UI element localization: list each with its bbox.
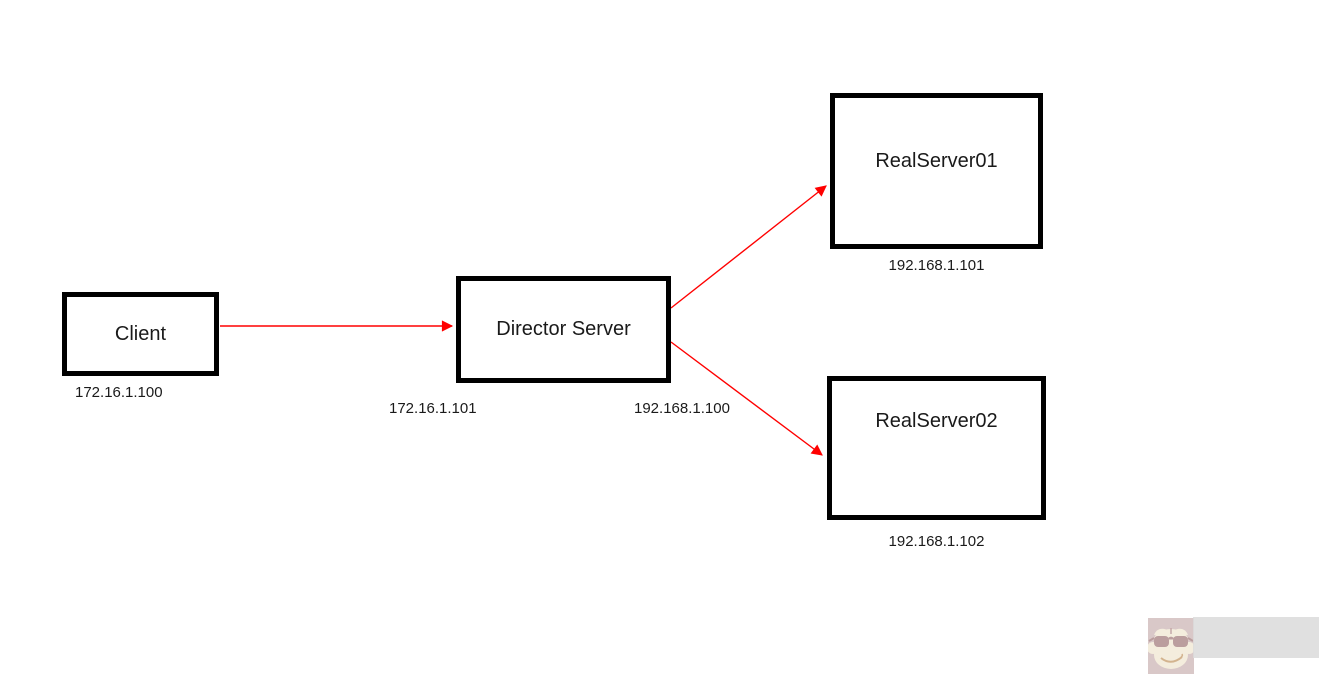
watermark-text-block [1193,617,1319,658]
ip-label-realserver01: 192.168.1.101 [888,257,985,274]
ip-label-realserver02: 192.168.1.102 [888,533,985,550]
node-realserver02: RealServer02 [827,376,1046,520]
node-director-server-label: Director Server [496,318,631,340]
node-realserver02-label: RealServer02 [875,410,998,432]
edge-director-to-realserver02 [670,341,823,456]
node-realserver01-label: RealServer01 [875,150,998,172]
ip-label-client: 172.16.1.100 [75,384,163,401]
watermark [1146,615,1323,674]
node-client-label: Client [114,322,167,345]
node-director-server: Director Server [456,276,671,383]
ip-label-director-left: 172.16.1.101 [389,400,477,417]
node-client: Client [62,292,219,376]
monkey-sunglasses-logo-icon [1148,618,1194,674]
edge-director-to-realserver01 [670,185,827,309]
node-realserver01: RealServer01 [830,93,1043,249]
ip-label-director-right: 192.168.1.100 [634,400,730,417]
